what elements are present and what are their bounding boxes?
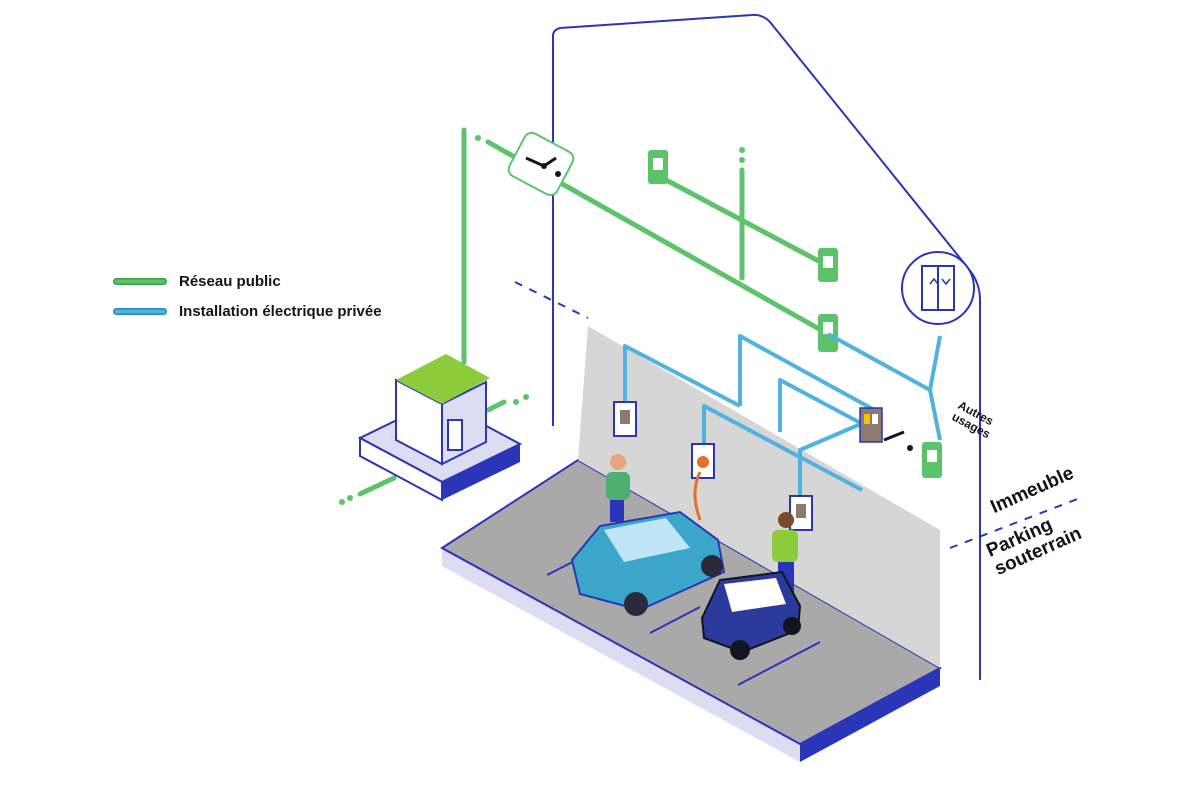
charging-station-3	[789, 495, 813, 531]
meter-box-top-left	[648, 150, 668, 184]
substation-building	[357, 354, 523, 502]
legend-swatch-private	[113, 307, 167, 315]
charging-cable	[693, 471, 702, 521]
floor-separator-left	[514, 281, 589, 319]
switch-icon	[507, 131, 575, 197]
person-standing	[606, 454, 630, 522]
charging-station-1	[613, 401, 637, 437]
legend-swatch-public	[113, 277, 167, 285]
parking-floor-edge	[442, 548, 800, 762]
meter-box-right-lower	[818, 314, 838, 352]
parking-floor-front	[800, 668, 940, 762]
meter-box-right-upper	[818, 248, 838, 282]
building-outline	[552, 13, 981, 680]
public-network-dots	[339, 135, 745, 505]
elevator-icon	[901, 251, 975, 325]
parking-back-wall	[578, 326, 940, 668]
legend-item-private-installation: Installation électrique privée	[113, 296, 382, 326]
private-installation-lines	[623, 332, 942, 502]
legend-item-public-network: Réseau public	[113, 266, 382, 296]
legend: Réseau public Installation électrique pr…	[113, 266, 382, 326]
charging-station-2	[691, 443, 715, 479]
electric-car	[570, 510, 726, 616]
floor-separator-right	[949, 497, 1081, 549]
legend-label-public: Réseau public	[179, 272, 281, 290]
small-electric-car	[700, 570, 802, 660]
legend-label-private: Installation électrique privée	[179, 302, 382, 320]
meter-box-other-uses	[922, 442, 942, 478]
electrical-panel	[859, 407, 913, 451]
